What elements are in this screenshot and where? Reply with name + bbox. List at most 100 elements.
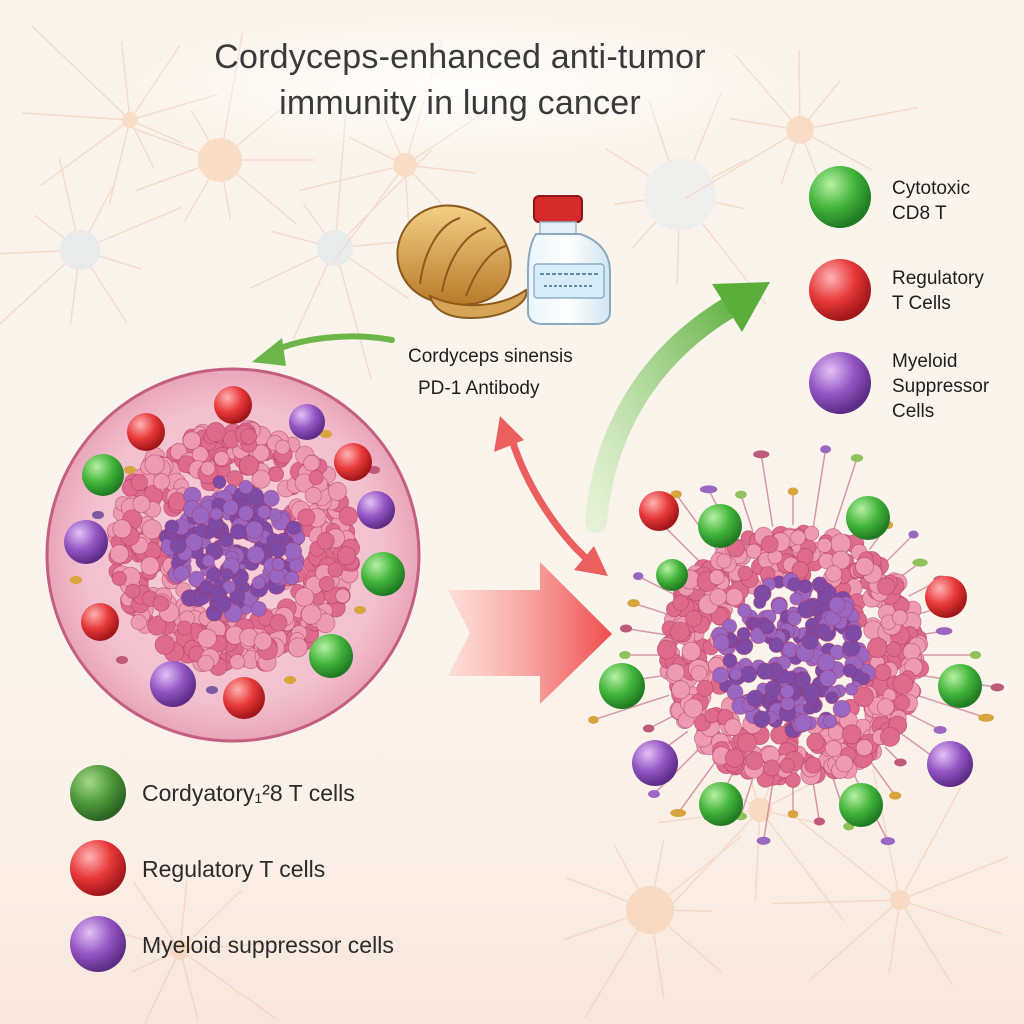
regulatory-t-cell xyxy=(925,576,967,618)
tumor-rim-cell xyxy=(791,561,810,579)
tumor-rim-cell xyxy=(200,461,216,477)
network-strand xyxy=(133,881,181,951)
tumor-rim-cell xyxy=(670,621,690,642)
tumor-rim-cell xyxy=(885,641,902,658)
tumor-rim-cell xyxy=(724,718,742,736)
fragment-trail xyxy=(593,694,670,721)
tumor-rim-cell xyxy=(144,454,165,475)
tumor-rim-cell xyxy=(238,455,260,476)
legend-right-myeloid-swatch xyxy=(809,352,871,414)
tumor-core-cell xyxy=(229,523,246,540)
tumor-rim-cell xyxy=(690,665,708,682)
tumor-fragment xyxy=(633,572,644,581)
legend-right-cytotoxic-label: Cytotoxic CD8 T xyxy=(892,176,970,226)
legend-right-myeloid-line2: Suppressor xyxy=(892,376,990,397)
network-node xyxy=(122,112,138,128)
tumor-rim-cell xyxy=(716,553,732,569)
tumor-rim-cell xyxy=(152,595,170,612)
arrow-transformation xyxy=(448,562,612,704)
legend-right-cytotoxic-swatch xyxy=(809,166,871,228)
tumor-rim-cell xyxy=(153,473,171,491)
fragment-trail xyxy=(812,449,827,527)
network-node xyxy=(890,890,910,910)
legend-bottom-regulatory-label: Regulatory T cells xyxy=(142,856,326,882)
tumor-core-cell xyxy=(251,575,266,590)
tumor-rim-cell xyxy=(252,444,270,462)
tumor-rim-cell xyxy=(656,639,677,660)
fragment-trail xyxy=(908,713,941,731)
pd1-antibody-vial-image xyxy=(527,195,611,325)
tumor-core-cell xyxy=(825,691,839,705)
network-strand xyxy=(754,809,761,901)
cytotoxic-t-cell xyxy=(846,496,890,540)
cytotoxic-t-cell xyxy=(361,552,405,596)
tumor-fragment xyxy=(670,490,682,499)
network-strand xyxy=(888,899,901,974)
network-strand xyxy=(108,119,131,205)
tumor-rim-cell xyxy=(297,508,316,527)
tumor-rim-cell xyxy=(746,543,762,559)
tumor-rim-cell xyxy=(790,529,806,546)
tumor-core-cell xyxy=(770,597,788,615)
tumor-rim-cell xyxy=(132,495,151,514)
tumor-after-treatment xyxy=(588,445,1005,846)
network-strand xyxy=(759,768,841,811)
cytotoxic-t-cell xyxy=(699,782,743,826)
tumor-rim-cell xyxy=(303,454,320,472)
network-strand xyxy=(179,949,275,1019)
network-strand xyxy=(759,809,845,922)
tumor-fragment xyxy=(648,790,660,799)
tumor-fragment xyxy=(813,817,825,826)
tumor-rim-cell xyxy=(182,431,201,450)
cytotoxic-t-cell xyxy=(309,634,353,678)
network-strand xyxy=(899,899,954,986)
tumor-rim-cell xyxy=(737,565,753,581)
network-strand xyxy=(899,856,1010,901)
tumor-rim-cell xyxy=(831,550,851,570)
tumor-rim-cell xyxy=(304,486,322,504)
tumor-rim-cell xyxy=(892,673,914,695)
legend-bottom-regulatory-swatch xyxy=(70,840,126,896)
arrow-treatment-to-tumor xyxy=(252,333,395,366)
myeloid-suppressor-cell xyxy=(632,740,678,786)
myeloid-suppressor-cell xyxy=(357,491,395,529)
tumor-rim-cell xyxy=(294,587,315,607)
tumor-core-cell xyxy=(815,623,831,640)
tumor-fragment xyxy=(642,724,655,733)
fragment-trail xyxy=(637,575,678,597)
debris-particle xyxy=(354,606,366,614)
cytotoxic-t-cell xyxy=(82,454,124,496)
tumor-rim-cell xyxy=(724,748,745,768)
tumor-fragment xyxy=(619,624,633,633)
tumor-fragment xyxy=(787,810,799,819)
herb-label: Cordyceps sinensis xyxy=(408,346,573,367)
tumor-core-cell xyxy=(752,710,771,729)
tumor-core-cell xyxy=(199,580,214,595)
tumor-core-cell xyxy=(194,523,209,537)
network-strand xyxy=(21,112,131,121)
legend-right-regulatory-swatch xyxy=(809,259,871,321)
network-node xyxy=(60,230,100,270)
title-line-2: immunity in lung cancer xyxy=(279,84,641,122)
legend-bottom-cytotoxic-swatch xyxy=(70,765,126,821)
network-strand xyxy=(31,25,131,121)
debris-particle xyxy=(92,511,104,519)
cytotoxic-t-cell xyxy=(599,663,645,709)
tumor-rim-cell xyxy=(318,575,335,592)
tumor-rim-cell xyxy=(736,732,757,753)
tumor-rim-cell xyxy=(197,628,217,649)
tumor-fragment xyxy=(894,758,907,767)
network-strand xyxy=(143,949,181,1024)
tumor-core-cell xyxy=(712,666,730,684)
network-strand xyxy=(772,899,901,905)
tumor-core-cell xyxy=(737,603,752,618)
fragment-trail xyxy=(677,759,718,814)
antibody-label: PD-1 Antibody xyxy=(418,378,540,399)
tumor-rim-cell xyxy=(335,588,351,604)
tumor-core-cell xyxy=(173,565,190,582)
tumor-rim-cell xyxy=(902,642,921,661)
tumor-rim-cell xyxy=(287,637,308,658)
tumor-rim-cell xyxy=(824,739,843,758)
network-node xyxy=(393,153,417,177)
